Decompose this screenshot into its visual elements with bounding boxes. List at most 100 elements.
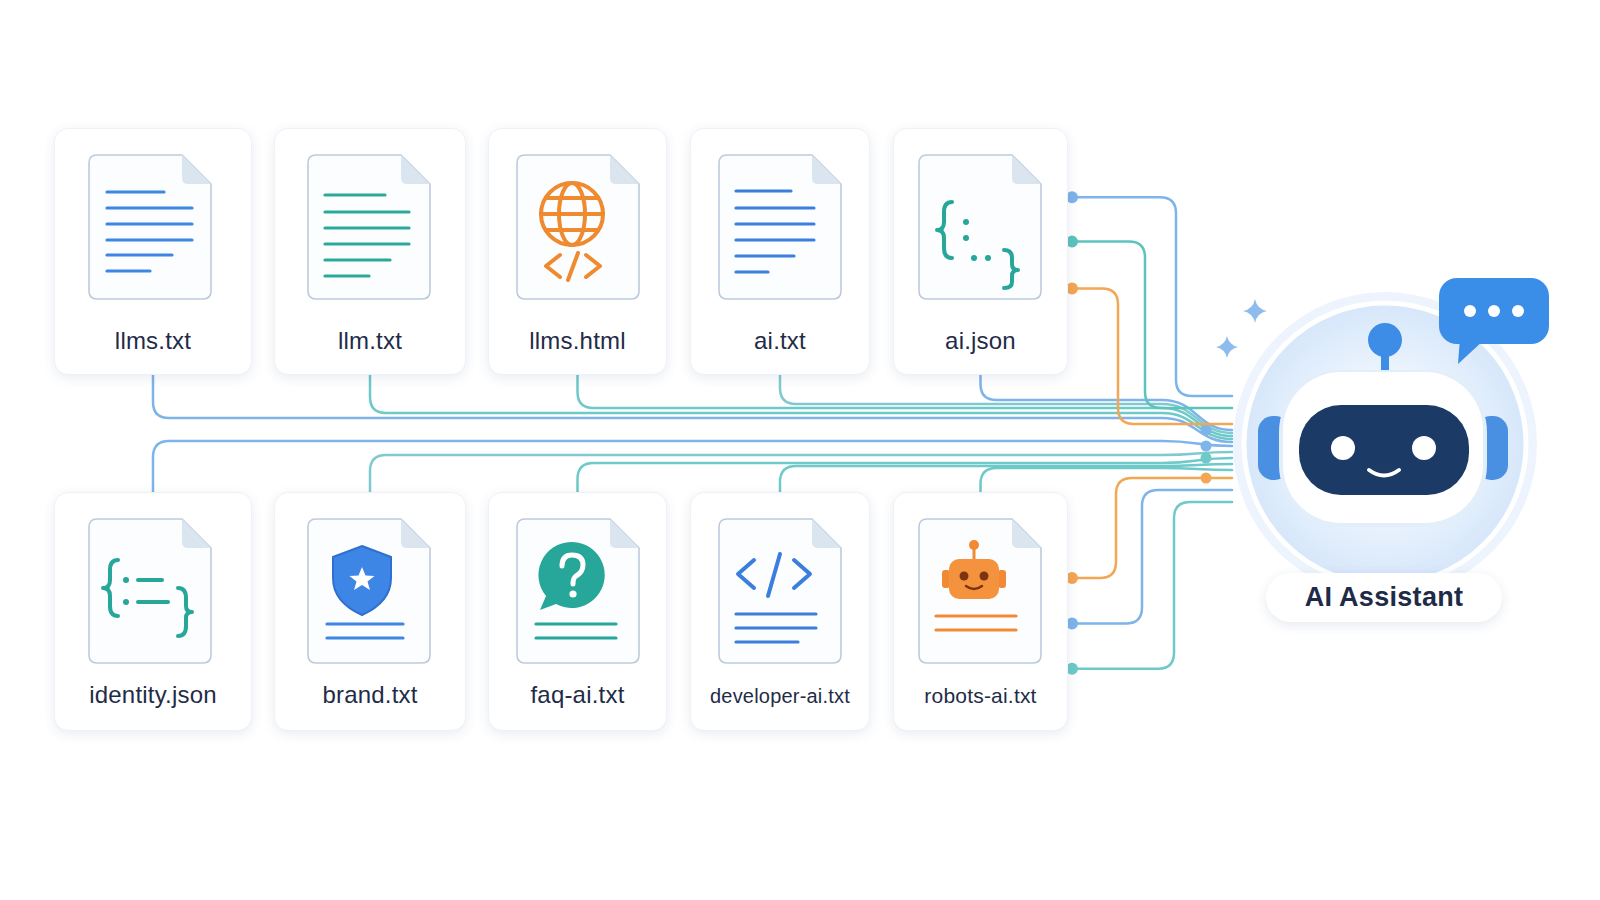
connector-line	[1068, 502, 1232, 669]
brand-icon-part-part	[327, 636, 403, 639]
web-document-icon-part-part	[586, 255, 600, 277]
document-icon-part-part	[107, 253, 172, 256]
robot-doc-icon-part	[936, 616, 1016, 630]
faq-icon-part	[517, 519, 639, 663]
faq-icon-part	[569, 590, 576, 597]
code-icon-part	[736, 614, 816, 642]
file-card: developer-ai.txt	[690, 492, 870, 731]
document-icon-part-part	[736, 238, 814, 241]
file-name: brand.txt	[279, 680, 461, 710]
document-icon-part	[325, 195, 409, 276]
sparkle-part	[1243, 299, 1267, 323]
robot-doc-icon-part	[960, 572, 969, 581]
document-icon-part-part	[107, 269, 150, 272]
json-icon-part-part	[971, 255, 977, 261]
json-icon-part	[89, 519, 211, 663]
code-icon-part-part	[794, 560, 810, 588]
assistant-node: AI Assistant	[1232, 291, 1538, 597]
robot-doc-icon-part	[966, 586, 982, 589]
connector-dot	[1201, 473, 1212, 484]
file-name: identity.json	[59, 680, 247, 710]
file-card: llms.html	[488, 128, 667, 375]
chat-bubble	[1439, 278, 1549, 364]
robot-illustration-part	[1258, 416, 1290, 480]
file-card: llm.txt	[274, 128, 466, 375]
file-name: developer-ai.txt	[695, 681, 865, 711]
brand-icon-part	[308, 519, 430, 663]
robot-doc-icon-part	[949, 559, 999, 599]
connector-line	[981, 375, 1233, 430]
document-icon-part	[308, 155, 430, 299]
document-icon-part-part	[325, 258, 390, 261]
json-icon-part-part	[985, 255, 991, 261]
connector-line	[1068, 478, 1232, 578]
robot-illustration-part	[1368, 323, 1402, 357]
file-card: ai.txt	[690, 128, 870, 375]
json-icon-part-part	[123, 577, 129, 583]
brand-icon	[308, 519, 430, 663]
connector-line	[153, 441, 1232, 492]
json-icon-part-part	[937, 202, 952, 258]
robot-doc-icon-part	[973, 546, 976, 560]
chat-bubble-part	[1464, 305, 1476, 317]
faq-icon-part-part	[536, 622, 616, 625]
code-icon-part-part	[736, 612, 816, 615]
json-icon-part	[919, 155, 1041, 299]
sparkle-part	[1216, 336, 1238, 358]
file-name: llms.html	[493, 326, 662, 356]
document-icon-part-part	[736, 270, 768, 273]
file-card: brand.txt	[274, 492, 466, 731]
chat-bubble-part	[1488, 305, 1500, 317]
document-icon-part-part	[736, 206, 814, 209]
faq-icon-part	[536, 624, 616, 638]
json-icon-part-part	[178, 588, 192, 636]
robot-doc-icon-part	[942, 570, 950, 588]
file-name: faq-ai.txt	[493, 680, 662, 710]
assistant-circle	[1232, 291, 1538, 597]
brand-icon-part	[327, 624, 403, 638]
faq-icon-part	[562, 555, 583, 584]
document-icon-part-part	[325, 210, 409, 213]
web-document-icon-part-part	[568, 253, 578, 280]
document-icon-part	[719, 155, 841, 299]
robot-doc-icon-part	[998, 570, 1006, 588]
document-icon-part-part	[107, 206, 192, 209]
document-icon-part	[736, 191, 814, 272]
robot-doc-icon-part	[919, 519, 1041, 663]
robot-illustration-part	[1476, 416, 1508, 480]
file-card: faq-ai.txt	[488, 492, 667, 731]
robot-illustration-part	[1412, 436, 1436, 460]
document-icon-part-part	[736, 254, 794, 257]
json-icon	[89, 519, 211, 663]
code-icon-part-part	[736, 640, 798, 643]
file-card: robots-ai.txt	[893, 492, 1068, 731]
json-icon-part-part	[138, 600, 168, 604]
file-name: ai.txt	[695, 326, 865, 356]
document-icon-part	[89, 155, 211, 299]
json-icon	[919, 155, 1041, 299]
code-icon-part-part	[736, 626, 816, 629]
code-icon-part	[719, 519, 841, 663]
robot-doc-icon-part-part	[936, 614, 1016, 617]
robot-illustration	[1258, 323, 1508, 527]
document-icon-part-part	[107, 238, 192, 241]
connector-dot	[1201, 425, 1212, 436]
file-card: ai.json	[893, 128, 1068, 375]
json-icon-part	[963, 219, 991, 261]
sparkle	[1216, 299, 1267, 358]
robot-doc-icon-part	[969, 540, 979, 550]
document-icon-part-part	[325, 242, 409, 245]
code-icon-part	[738, 554, 810, 596]
document-icon-part-part	[325, 193, 385, 196]
brand-icon-part	[350, 567, 375, 590]
document-icon	[89, 155, 211, 299]
faq-icon-part	[538, 542, 604, 610]
robot-doc-icon	[919, 519, 1041, 663]
document-icon-part-part	[736, 189, 791, 192]
json-icon-part-part	[103, 560, 118, 616]
connector-line	[370, 452, 1232, 492]
robot-illustration-part	[1283, 372, 1483, 523]
web-document-icon-part-part	[547, 198, 597, 230]
brand-icon-part	[333, 546, 391, 615]
